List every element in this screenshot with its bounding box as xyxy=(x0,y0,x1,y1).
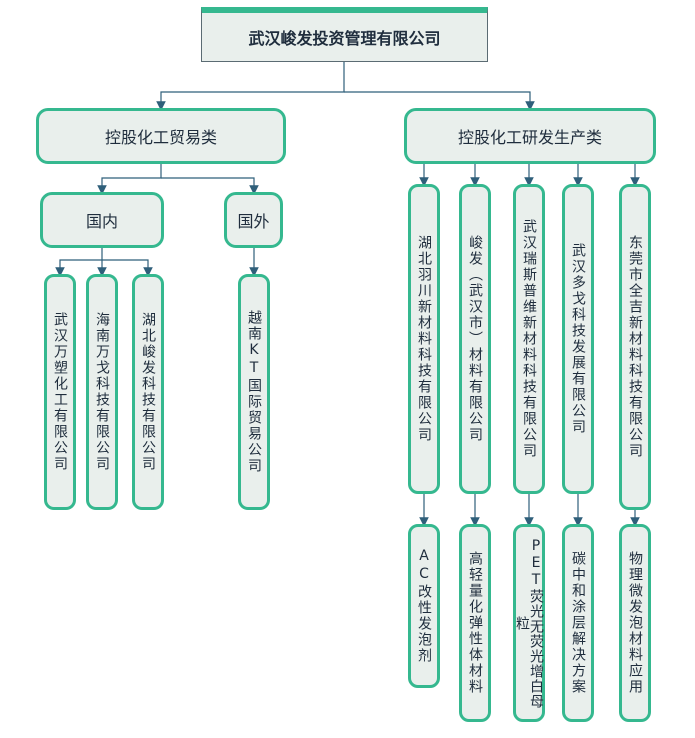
rd-company-label: 武汉多戈科技发展有限公司 xyxy=(570,243,586,435)
company-node: 海南万戈科技有限公司 xyxy=(86,274,118,510)
group-domestic-label: 国内 xyxy=(85,212,118,231)
branch-trade: 控股化工贸易类 xyxy=(36,108,286,164)
group-foreign-label: 国外 xyxy=(237,212,270,231)
branch-trade-label: 控股化工贸易类 xyxy=(104,128,217,147)
rd-company-node: 东莞市全吉新材料科技有限公司 xyxy=(619,184,651,510)
product-label: AC改性发泡剂 xyxy=(416,548,432,664)
rd-company-label: 东莞市全吉新材料科技有限公司 xyxy=(627,235,643,459)
root-company-label: 武汉峻发投资管理有限公司 xyxy=(248,29,441,48)
group-domestic: 国内 xyxy=(40,192,164,248)
group-foreign: 国外 xyxy=(224,192,283,248)
company-label: 海南万戈科技有限公司 xyxy=(94,312,110,472)
company-node: 湖北峻发科技有限公司 xyxy=(132,274,164,510)
rd-company-label: 武汉瑞斯普维新材料科技有限公司 xyxy=(521,219,537,459)
root-company: 武汉峻发投资管理有限公司 xyxy=(201,7,488,62)
product-node: AC改性发泡剂 xyxy=(408,524,440,688)
rd-company-node: 湖北羽川新材料科技有限公司 xyxy=(408,184,440,494)
rd-company-node: 武汉瑞斯普维新材料科技有限公司 xyxy=(513,184,545,494)
rd-company-node: 峻发（武汉市）材料有限公司 xyxy=(459,184,491,494)
rd-company-label: 峻发（武汉市）材料有限公司 xyxy=(467,235,483,443)
product-node: 物理微发泡材料应用 xyxy=(619,524,651,722)
product-label: PET荧光无荧光增白母粒 xyxy=(514,537,544,709)
branch-rd: 控股化工研发生产类 xyxy=(404,108,656,164)
rd-company-label: 湖北羽川新材料科技有限公司 xyxy=(416,235,432,443)
company-label: 越南KT国际贸易公司 xyxy=(246,310,262,474)
rd-company-node: 武汉多戈科技发展有限公司 xyxy=(562,184,594,494)
company-label: 武汉万塑化工有限公司 xyxy=(52,312,68,472)
product-node: 高轻量化弹性体材料 xyxy=(459,524,491,722)
company-label: 湖北峻发科技有限公司 xyxy=(140,312,156,472)
product-node: PET荧光无荧光增白母粒 xyxy=(513,524,545,722)
company-node: 武汉万塑化工有限公司 xyxy=(44,274,76,510)
branch-rd-label: 控股化工研发生产类 xyxy=(457,128,602,147)
product-label: 高轻量化弹性体材料 xyxy=(467,551,483,695)
product-node: 碳中和涂层解决方案 xyxy=(562,524,594,722)
company-node: 越南KT国际贸易公司 xyxy=(238,274,270,510)
product-label: 碳中和涂层解决方案 xyxy=(570,551,586,695)
product-label: 物理微发泡材料应用 xyxy=(627,551,643,695)
